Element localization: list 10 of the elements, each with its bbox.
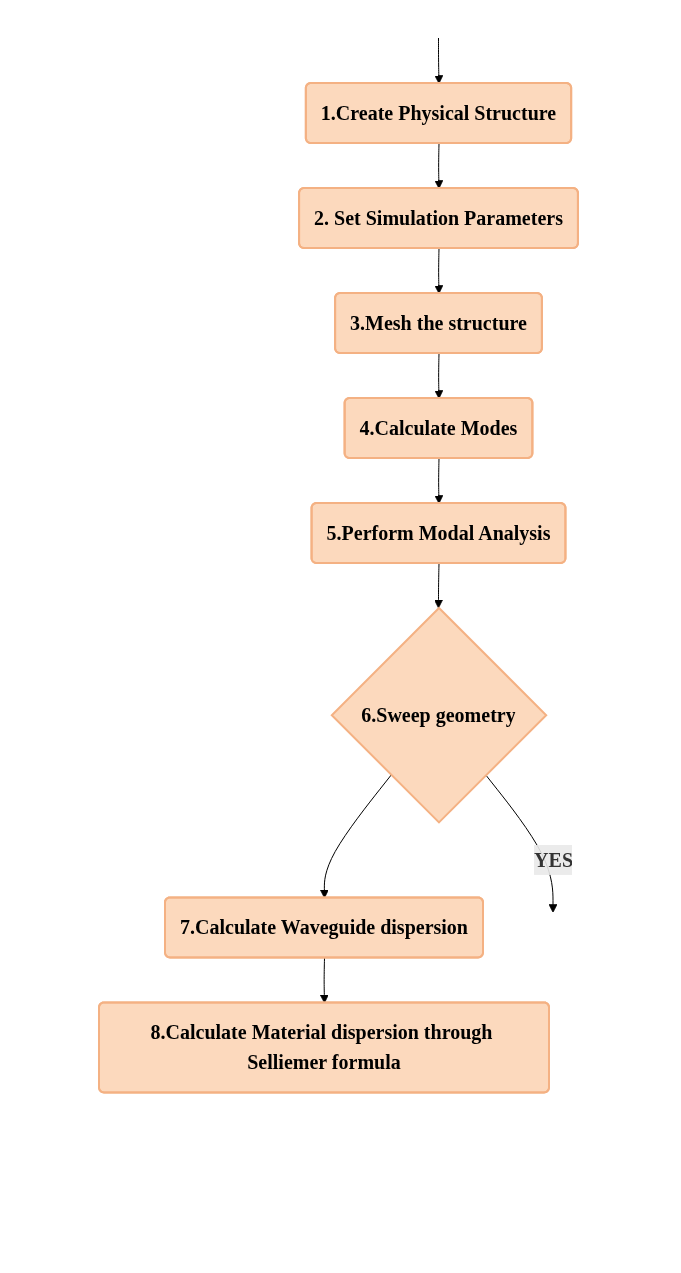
arrow [433, 248, 443, 294]
node-diamond: 6.Sweep geometry [329, 606, 548, 824]
arrow [319, 774, 392, 899]
arrow [433, 143, 443, 189]
arrow [433, 37, 443, 84]
arrow [433, 353, 443, 399]
edge-label: YES [533, 848, 573, 871]
arrow [433, 458, 443, 504]
arrow [433, 563, 443, 609]
arrow [319, 957, 329, 1004]
